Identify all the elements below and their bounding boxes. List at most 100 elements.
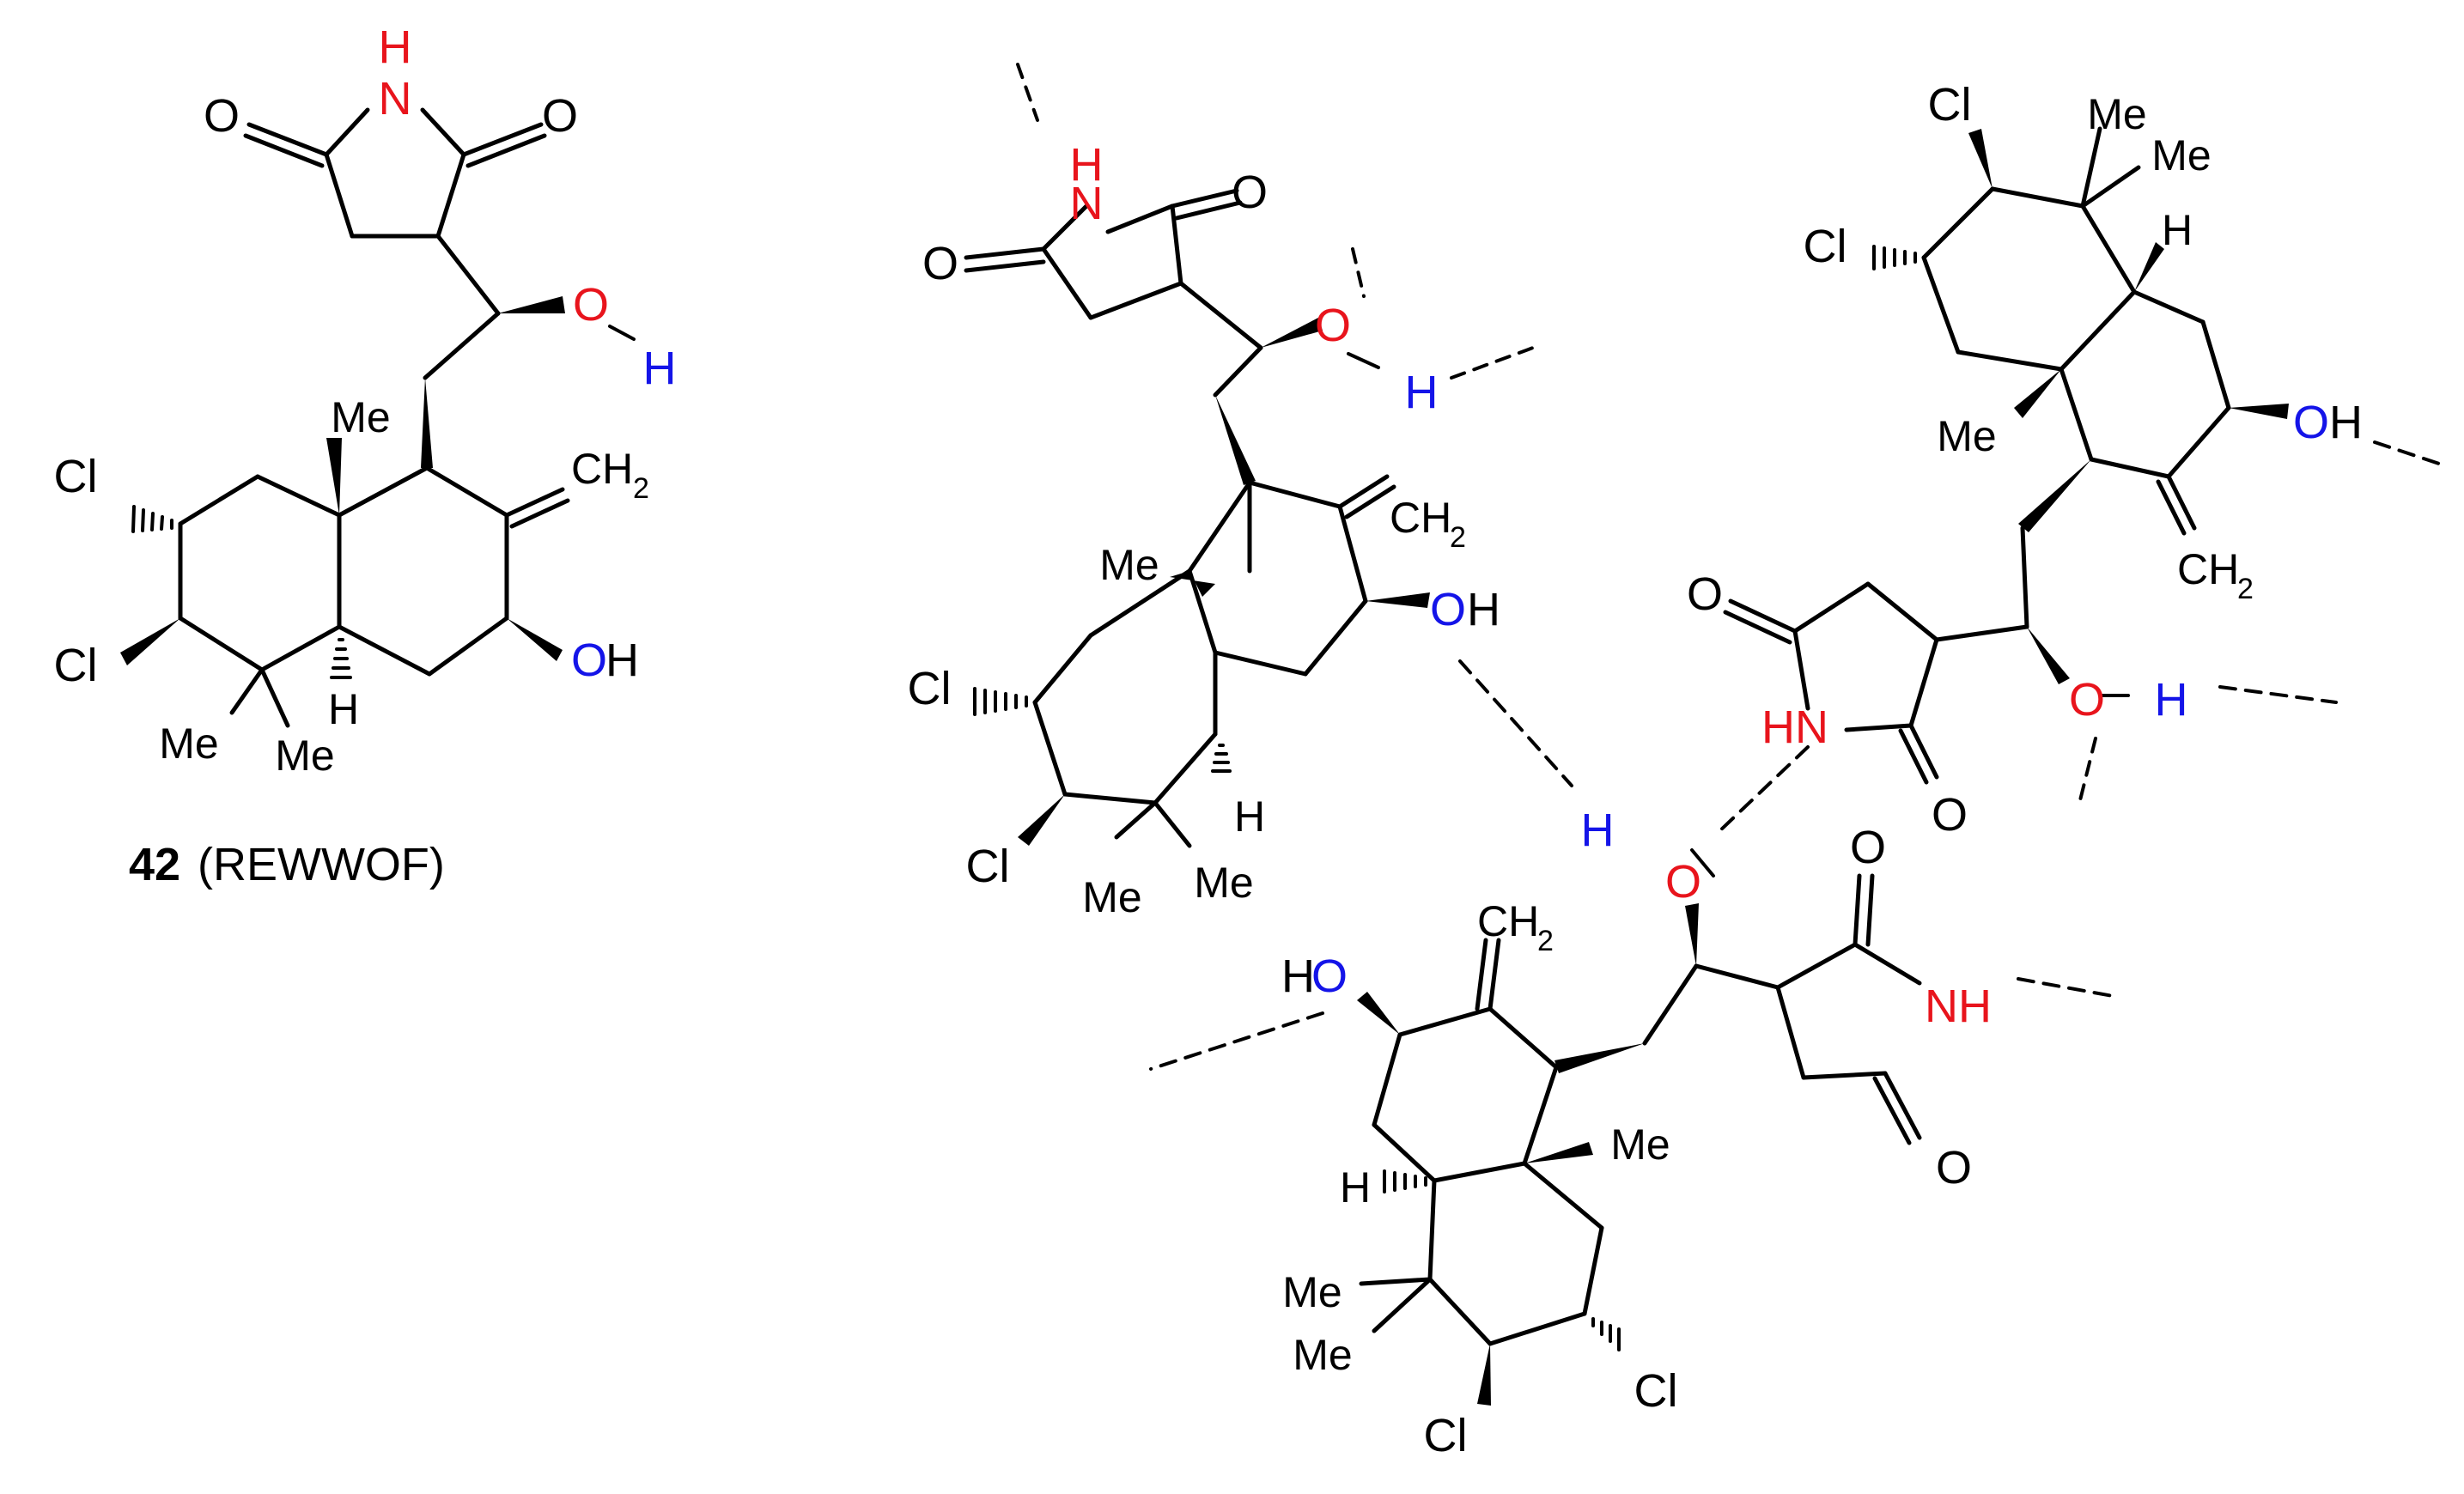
wedge-bond bbox=[2018, 459, 2091, 532]
atom-Cl: Cl bbox=[966, 841, 1010, 892]
atom-H: H bbox=[2329, 397, 2363, 448]
atom-Me: Me bbox=[1937, 412, 1996, 460]
atom-H: H bbox=[605, 635, 639, 686]
wedge-bond bbox=[1968, 129, 1992, 189]
hash-bond bbox=[131, 505, 173, 533]
atom-Me: Me bbox=[275, 732, 334, 780]
atom-H: H bbox=[1281, 950, 1315, 1002]
atom-H: H bbox=[2162, 206, 2193, 254]
atom-O: O bbox=[2293, 397, 2329, 448]
decalin-42 bbox=[178, 465, 570, 677]
atom-N: N bbox=[1070, 178, 1104, 229]
atom-H: H bbox=[643, 343, 677, 394]
succinimide-ring-C bbox=[1775, 873, 1922, 1145]
atom-O: O bbox=[573, 279, 609, 331]
atom-HN: HN bbox=[1761, 701, 1828, 753]
decalin-B bbox=[1921, 186, 2231, 536]
svg-text:2: 2 bbox=[2237, 573, 2254, 605]
atom-O: O bbox=[1850, 822, 1886, 873]
succinimide-ring-B bbox=[1723, 581, 1939, 785]
wedge-bond bbox=[120, 618, 180, 665]
atom-Cl: Cl bbox=[1424, 1410, 1468, 1461]
hash-bond bbox=[973, 687, 1028, 716]
label-CH2: CH 2 bbox=[1477, 897, 1554, 957]
decalin-A bbox=[1032, 474, 1396, 805]
atom-Me: Me bbox=[1282, 1268, 1342, 1316]
atom-Cl: Cl bbox=[54, 451, 98, 502]
molecule-A: N H O O O H Me CH 2 O H H Me Me Cl Cl bbox=[908, 63, 1573, 921]
wedge-bond bbox=[2027, 627, 2070, 684]
svg-text:2: 2 bbox=[633, 472, 649, 505]
atom-O: O bbox=[1315, 300, 1351, 351]
atom-H: H bbox=[328, 685, 359, 733]
atom-Me: Me bbox=[331, 393, 390, 441]
atom-O: O bbox=[922, 238, 958, 289]
wedge-bond bbox=[2134, 242, 2164, 292]
atom-O: O bbox=[542, 90, 578, 142]
label-CH2: CH 2 bbox=[2177, 545, 2254, 605]
atom-Cl: Cl bbox=[1804, 221, 1847, 272]
wedge-bond bbox=[1018, 794, 1065, 846]
atom-H: H bbox=[1467, 584, 1500, 635]
wedge-bond bbox=[1554, 1043, 1645, 1073]
molecule-C: H O O NH O CH 2 H O Me H Me Me Cl Cl bbox=[1149, 805, 2114, 1461]
atom-H: H bbox=[379, 21, 412, 73]
atom-Me: Me bbox=[1293, 1331, 1352, 1379]
wedge-bond bbox=[1215, 395, 1256, 485]
atom-O: O bbox=[1932, 789, 1968, 841]
atom-H: H bbox=[1234, 793, 1265, 841]
wedge-bond bbox=[1261, 318, 1323, 348]
wedge-bond bbox=[326, 438, 342, 515]
atom-H: H bbox=[1405, 367, 1439, 418]
atom-Cl: Cl bbox=[908, 663, 952, 714]
label-CH2: CH 2 bbox=[1390, 494, 1466, 554]
atom-O: O bbox=[1665, 856, 1701, 908]
svg-text:CH: CH bbox=[1390, 494, 1451, 542]
svg-text:2: 2 bbox=[1450, 521, 1466, 554]
succinimide-ring-42 bbox=[243, 107, 547, 239]
wedge-bond bbox=[1170, 571, 1215, 597]
atom-O: O bbox=[1311, 950, 1348, 1002]
label-CH2: CH 2 bbox=[571, 445, 649, 505]
decalin-C bbox=[1372, 938, 1604, 1346]
svg-text:CH: CH bbox=[1477, 897, 1539, 945]
wedge-bond bbox=[2229, 404, 2289, 419]
atom-H: H bbox=[1581, 805, 1615, 856]
atom-Me: Me bbox=[1194, 859, 1253, 907]
atom-Me: Me bbox=[1610, 1120, 1670, 1169]
hash-bond bbox=[1211, 744, 1232, 773]
atom-O: O bbox=[1936, 1142, 1972, 1193]
atom-O: O bbox=[571, 635, 607, 686]
atom-H: H bbox=[1070, 139, 1104, 191]
atom-Me: Me bbox=[2151, 131, 2211, 179]
svg-text:CH: CH bbox=[571, 445, 633, 493]
wedge-bond bbox=[498, 296, 565, 313]
atom-H: H bbox=[2155, 674, 2188, 726]
svg-text:(REWWOF): (REWWOF) bbox=[198, 839, 445, 890]
atom-Cl: Cl bbox=[54, 640, 98, 691]
atom-Cl: Cl bbox=[1928, 79, 1972, 131]
atom-NH: NH bbox=[1925, 981, 1992, 1032]
atom-H: H bbox=[1340, 1163, 1371, 1212]
atom-O: O bbox=[204, 90, 240, 142]
atom-O: O bbox=[1232, 167, 1268, 218]
svg-text:42: 42 bbox=[129, 839, 180, 890]
molecule-42: O O N H O H Me CH 2 O H H Me Me Cl Cl 42… bbox=[54, 21, 677, 890]
compound-label: 42 (REWWOF) bbox=[129, 839, 445, 890]
wedge-bond bbox=[1357, 992, 1400, 1035]
wedge-bond bbox=[421, 378, 433, 468]
atom-O: O bbox=[2069, 674, 2105, 726]
svg-text:2: 2 bbox=[1537, 925, 1554, 957]
atom-Me: Me bbox=[2087, 90, 2146, 138]
atom-N: N bbox=[379, 73, 412, 125]
hash-bond bbox=[1591, 1317, 1621, 1351]
succinimide-ring-A bbox=[964, 188, 1243, 320]
atom-O: O bbox=[1430, 584, 1466, 635]
atom-O: O bbox=[1687, 568, 1723, 620]
hash-bond bbox=[330, 638, 352, 679]
wedge-bond bbox=[1685, 903, 1699, 966]
svg-text:CH: CH bbox=[2177, 545, 2239, 593]
atom-Me: Me bbox=[1082, 873, 1141, 921]
